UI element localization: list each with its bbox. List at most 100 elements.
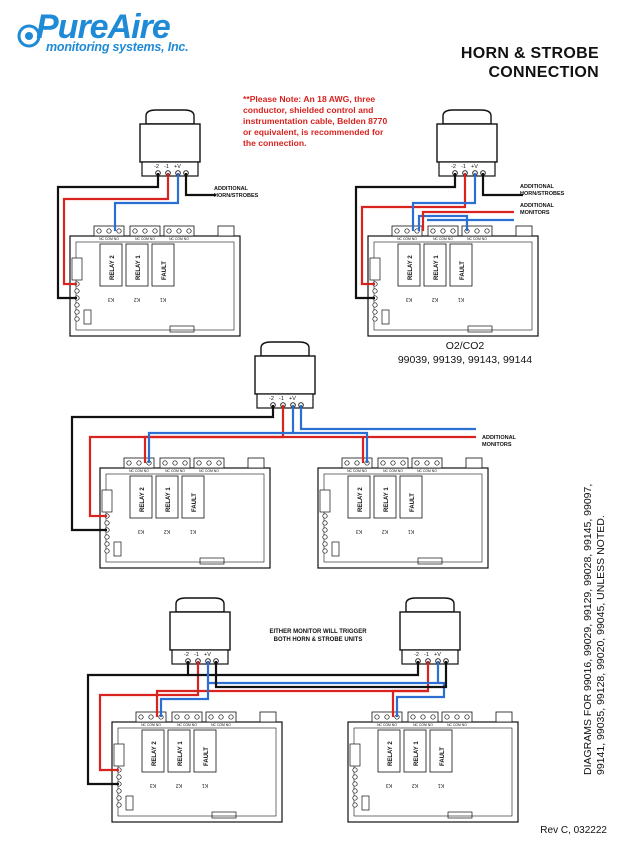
- monitor-board-5-relay: [141, 729, 165, 773]
- monitor-board-1-input-terminal: [74, 309, 80, 315]
- monitor-board-3-relay-label: FAULT: [192, 493, 198, 512]
- monitor-board-2-aux-connector: [515, 225, 533, 237]
- monitor-board-4-connector-screw: [400, 460, 406, 466]
- page-title: HORN & STROBE CONNECTION: [461, 44, 599, 82]
- monitor-board-6-display: [447, 811, 473, 819]
- monitor-board-1-connector-screw: [116, 228, 122, 234]
- blue-wire-d-link: [206, 661, 440, 685]
- horn-strobe-5-terminal-label: -1: [424, 652, 429, 658]
- monitor-board-6-connector-screw: [430, 714, 436, 720]
- monitor-board-5-relay: [193, 729, 217, 773]
- monitor-board-3-input-terminal: [104, 520, 110, 526]
- monitor-board-6-input-terminal: [352, 788, 358, 794]
- monitor-board-5-aux-connector: [259, 711, 277, 723]
- monitor-board-6-input-terminal: [352, 774, 358, 780]
- revision-label: Rev C, 032222: [540, 825, 607, 836]
- monitor-board-3-connector-screw: [182, 460, 188, 466]
- label-additional-monitors-b-2: MONITORS: [520, 210, 550, 216]
- monitor-board-4-k-label: K3: [356, 528, 362, 534]
- monitor-board-6-connector-label: NC COM NO: [377, 723, 397, 727]
- monitor-board-6-input-terminal: [352, 781, 358, 787]
- brand-name: PureAire: [36, 8, 171, 46]
- label-additional-monitors-c-2: MONITORS: [482, 442, 512, 448]
- monitor-board-4-relay: [399, 475, 423, 519]
- monitor-board-3-display: [199, 557, 225, 565]
- monitor-board-6-relay: [377, 729, 401, 773]
- monitor-board-5-connector-screw: [218, 714, 224, 720]
- monitor-board-5-relay-label: RELAY 2: [152, 741, 158, 766]
- monitor-board-4-input-terminal: [322, 548, 328, 554]
- monitor-board-4-k-label: K1: [408, 528, 414, 534]
- label-additional-horn-b-2: HORN/STROBES: [520, 191, 565, 197]
- monitor-board-1-input-terminal: [74, 316, 80, 322]
- monitor-board-1-k-label: K1: [160, 296, 166, 302]
- monitor-board-4-connector-screw: [344, 460, 350, 466]
- label-additional-horn-b: ADDITIONAL: [520, 184, 555, 190]
- trigger-line-2: BOTH HORN & STROBE UNITS: [273, 637, 363, 643]
- monitor-board-1-relay-label: FAULT: [162, 261, 168, 280]
- monitor-board-5-connector-screw: [174, 714, 180, 720]
- monitor-board-2-connector-label: NC COM NO: [433, 237, 453, 241]
- monitor-board-5-relay-label: FAULT: [204, 747, 210, 766]
- horn-strobe-5-body: [399, 611, 461, 651]
- monitor-board-2-relay: [449, 243, 473, 287]
- horn-strobe-4-terminal-label: +V: [204, 652, 211, 658]
- label-additional-monitors-c: ADDITIONAL: [482, 435, 517, 441]
- monitor-board-4-connector-screw: [390, 460, 396, 466]
- title-line-2: CONNECTION: [488, 64, 599, 81]
- monitor-board-4-connector-screw: [354, 460, 360, 466]
- monitor-board-1-relay: [125, 243, 149, 287]
- red-wire-c: [88, 405, 285, 518]
- monitor-board-2-input-terminal: [372, 316, 378, 322]
- monitor-board-6-input-terminal: [352, 802, 358, 808]
- monitor-board-3-relay-label: RELAY 1: [166, 487, 172, 512]
- monitor-board-6-k-label: K3: [386, 782, 392, 788]
- horn-strobe-1-terminal-label: +V: [174, 164, 181, 170]
- monitor-board-4-connector-screw: [380, 460, 386, 466]
- monitor-board-1-connector-label: NC COM NO: [169, 237, 189, 241]
- monitor-board-5-connector-screw: [228, 714, 234, 720]
- monitor-board-6-relay-label: RELAY 1: [414, 741, 420, 766]
- monitor-board-3-aux-connector: [247, 457, 265, 469]
- monitor-board-1-connector-label: NC COM NO: [99, 237, 119, 241]
- monitor-board-2-connector-screw: [440, 228, 446, 234]
- monitor-board-6-relay-label: FAULT: [440, 747, 446, 766]
- monitor-board-4-input-terminal: [322, 520, 328, 526]
- monitor-board-3-input-terminal: [104, 548, 110, 554]
- monitor-board-3-connector-label: NC COM NO: [165, 469, 185, 473]
- blue-monitor-b: [417, 214, 469, 231]
- monitor-board-1-display: [169, 325, 195, 333]
- monitor-board-6-power-connector: [349, 743, 361, 767]
- monitor-board-2-relay: [397, 243, 421, 287]
- monitor-board-3-relay-label: RELAY 2: [140, 487, 146, 512]
- horn-strobe-2-top: [442, 109, 492, 125]
- horn-strobe-4-body: [169, 611, 231, 651]
- monitor-board-2-relay-label: RELAY 2: [408, 255, 414, 280]
- monitor-board-4-connector-label: NC COM NO: [347, 469, 367, 473]
- monitor-board-2-connector-label: NC COM NO: [397, 237, 417, 241]
- monitor-board-3-k-label: K1: [190, 528, 196, 534]
- monitor-board-3-power-connector: [101, 489, 113, 513]
- monitor-board-6-connector-screw: [464, 714, 470, 720]
- monitor-board-5-connector-label: NC COM NO: [141, 723, 161, 727]
- monitor-board-1-connector-screw: [132, 228, 138, 234]
- monitor-board-1-relay: [99, 243, 123, 287]
- logo-swoosh-icon: [17, 24, 41, 48]
- monitor-board-5-input-terminal: [116, 788, 122, 794]
- monitor-board-3-connector-screw: [206, 460, 212, 466]
- blue-wire-d-2: [395, 681, 446, 717]
- monitor-board-2-connector-screw: [484, 228, 490, 234]
- monitor-board-4-relay: [347, 475, 371, 519]
- monitor-board-2-connector-screw: [474, 228, 480, 234]
- monitor-board-3-connector-label: NC COM NO: [129, 469, 149, 473]
- monitor-board-6-relay: [429, 729, 453, 773]
- monitor-board-4-input-terminal: [322, 534, 328, 540]
- red-wire-d: [98, 661, 200, 772]
- horn-strobe-5-top: [405, 597, 455, 613]
- monitor-board-5-connector-screw: [208, 714, 214, 720]
- horn-strobe-1-top: [145, 109, 195, 125]
- caption-line-2: 99039, 99139, 99143, 99144: [397, 354, 533, 366]
- monitor-board-2-k-label: K3: [406, 296, 412, 302]
- monitor-board-6-input-terminal: [352, 767, 358, 773]
- monitor-board-5-k-label: K1: [202, 782, 208, 788]
